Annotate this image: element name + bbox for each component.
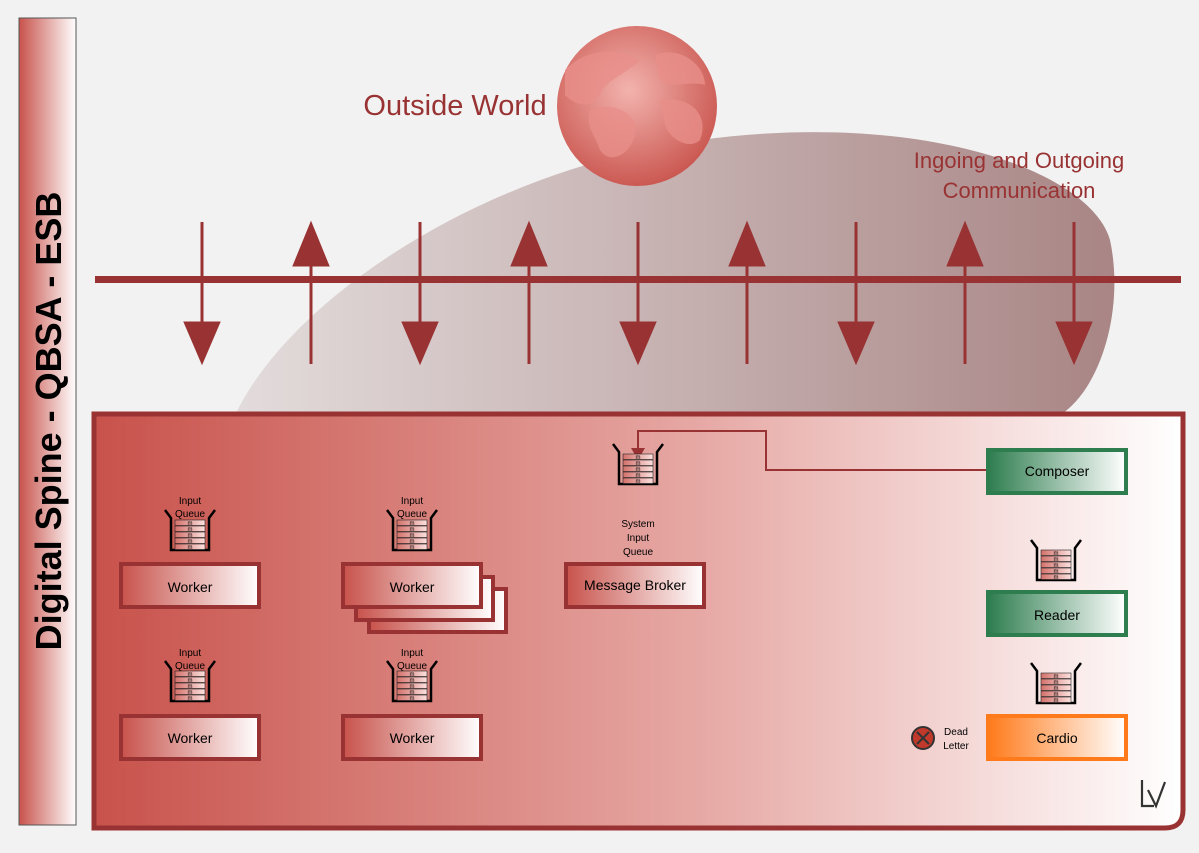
queue-item-label: m xyxy=(410,678,415,684)
queue-item-label: m xyxy=(636,473,641,479)
queue-item-label: m xyxy=(188,527,193,533)
queue-item-label: m xyxy=(636,455,641,461)
queue-item-label: m xyxy=(410,539,415,545)
message-broker[interactable]: Message Broker xyxy=(564,562,706,609)
queue-item-label: m xyxy=(188,696,193,702)
input-queue-label-line1: Input xyxy=(179,496,201,507)
queue-item-label: m xyxy=(410,696,415,702)
worker-4-label: Worker xyxy=(390,730,435,746)
worker-3[interactable]: Worker xyxy=(119,714,261,761)
queue-item-label: m xyxy=(188,678,193,684)
communication-arrows xyxy=(183,220,1093,366)
sidebar-bar xyxy=(18,17,77,826)
input-queue-label-line2: Queue xyxy=(175,509,205,520)
outside-world-label: Outside World xyxy=(363,90,546,122)
input-queue-label-line2: Queue xyxy=(397,661,427,672)
queue-item-label: m xyxy=(188,684,193,690)
worker-2-queue: Input Queue xyxy=(385,496,439,552)
composer[interactable]: Composer xyxy=(986,448,1128,495)
queue-item-label: m xyxy=(188,533,193,539)
worker-4[interactable]: Worker xyxy=(341,714,483,761)
reader[interactable]: Reader xyxy=(986,590,1128,637)
worker-1[interactable]: Worker xyxy=(119,562,261,609)
queue-item-label: m xyxy=(1054,575,1059,581)
queue-item-label: m xyxy=(410,690,415,696)
input-queue-label-line1: Input xyxy=(179,648,201,659)
queue-item-label: m xyxy=(1054,557,1059,563)
queue-item-label: m xyxy=(410,672,415,678)
message-broker-label: Message Broker xyxy=(584,577,686,593)
queue-item-label: m xyxy=(188,672,193,678)
queue-item-label: m xyxy=(1054,563,1059,569)
input-queue-label-line2: Queue xyxy=(175,661,205,672)
system-queue-label-line2: Input xyxy=(627,533,649,544)
queue-item-label: m xyxy=(410,533,415,539)
dead-letter-icon xyxy=(911,726,935,750)
cardio-label: Cardio xyxy=(1036,730,1077,746)
reader-label: Reader xyxy=(1034,607,1080,623)
queue-item-label: m xyxy=(1054,569,1059,575)
queue-item-label: m xyxy=(1054,551,1059,557)
system-queue-label-line1: System xyxy=(621,519,654,530)
queue-item-label: m xyxy=(410,521,415,527)
input-queue-label-line2: Queue xyxy=(397,509,427,520)
queue-item-label: m xyxy=(1054,674,1059,680)
system-input-queue: System Input Queue xyxy=(611,442,665,558)
input-queue-label-line1: Input xyxy=(401,648,423,659)
dead-letter-label-line2: Letter xyxy=(943,741,969,752)
worker-1-queue: Input Queue xyxy=(163,496,217,552)
communication-label-line2: Communication xyxy=(943,178,1096,203)
queue-item-label: m xyxy=(188,521,193,527)
queue-item-label: m xyxy=(636,467,641,473)
queue-item-label: m xyxy=(1054,686,1059,692)
queue-item-label: m xyxy=(636,461,641,467)
queue-item-label: m xyxy=(410,527,415,533)
communication-label-line1: Ingoing and Outgoing xyxy=(914,148,1124,173)
worker-2-label: Worker xyxy=(390,579,435,595)
queue-item-label: m xyxy=(410,545,415,551)
dead-letter-label-line1: Dead xyxy=(944,727,968,738)
worker-3-queue: Input Queue xyxy=(163,648,217,703)
queue-item-label: m xyxy=(1054,692,1059,698)
queue-item-label: m xyxy=(188,690,193,696)
worker-4-queue: Input Queue xyxy=(385,648,439,703)
worker-3-label: Worker xyxy=(168,730,213,746)
queue-item-label: m xyxy=(636,479,641,485)
globe-icon xyxy=(557,26,717,186)
composer-label: Composer xyxy=(1025,463,1090,479)
worker-2-stack[interactable]: Worker xyxy=(341,562,508,634)
composer-connector xyxy=(637,430,988,471)
worker-1-label: Worker xyxy=(168,579,213,595)
sidebar-title: Digital Spine - QBSA - ESB xyxy=(28,192,69,651)
queue-item-label: m xyxy=(1054,680,1059,686)
queue-item-label: m xyxy=(410,684,415,690)
input-queue-label-line1: Input xyxy=(401,496,423,507)
queue-item-label: m xyxy=(188,545,193,551)
queue-item-label: m xyxy=(188,539,193,545)
communication-cloud xyxy=(235,132,1115,416)
queue-item-label: m xyxy=(1054,698,1059,704)
lv-logo xyxy=(1140,780,1167,809)
cardio[interactable]: Cardio xyxy=(986,714,1128,761)
system-queue-label-line3: Queue xyxy=(623,547,653,558)
